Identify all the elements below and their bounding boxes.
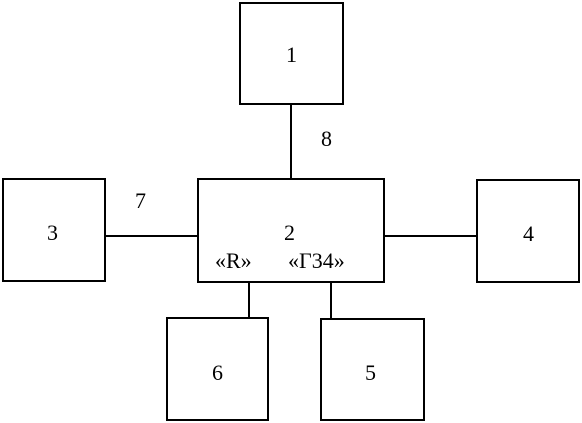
block-5: 5 xyxy=(320,318,425,421)
block-2-label: 2 xyxy=(284,220,295,245)
block-3: 3 xyxy=(2,178,106,282)
block-4-label: 4 xyxy=(523,221,534,246)
block-1-label: 1 xyxy=(286,42,297,67)
block-6: 6 xyxy=(166,317,269,421)
block-2: 2 «R» «Г34» xyxy=(197,178,385,283)
block-6-label: 6 xyxy=(212,360,223,385)
block-2-port-g34-label: «Г34» xyxy=(288,248,345,273)
block-3-label: 3 xyxy=(47,220,58,245)
connection-7-label: 7 xyxy=(135,188,146,213)
block-5-label: 5 xyxy=(365,360,376,385)
block-4: 4 xyxy=(476,179,580,283)
connection-8-label: 8 xyxy=(321,126,332,151)
block-2-port-r-label: «R» xyxy=(215,248,252,273)
block-1: 1 xyxy=(239,2,344,105)
